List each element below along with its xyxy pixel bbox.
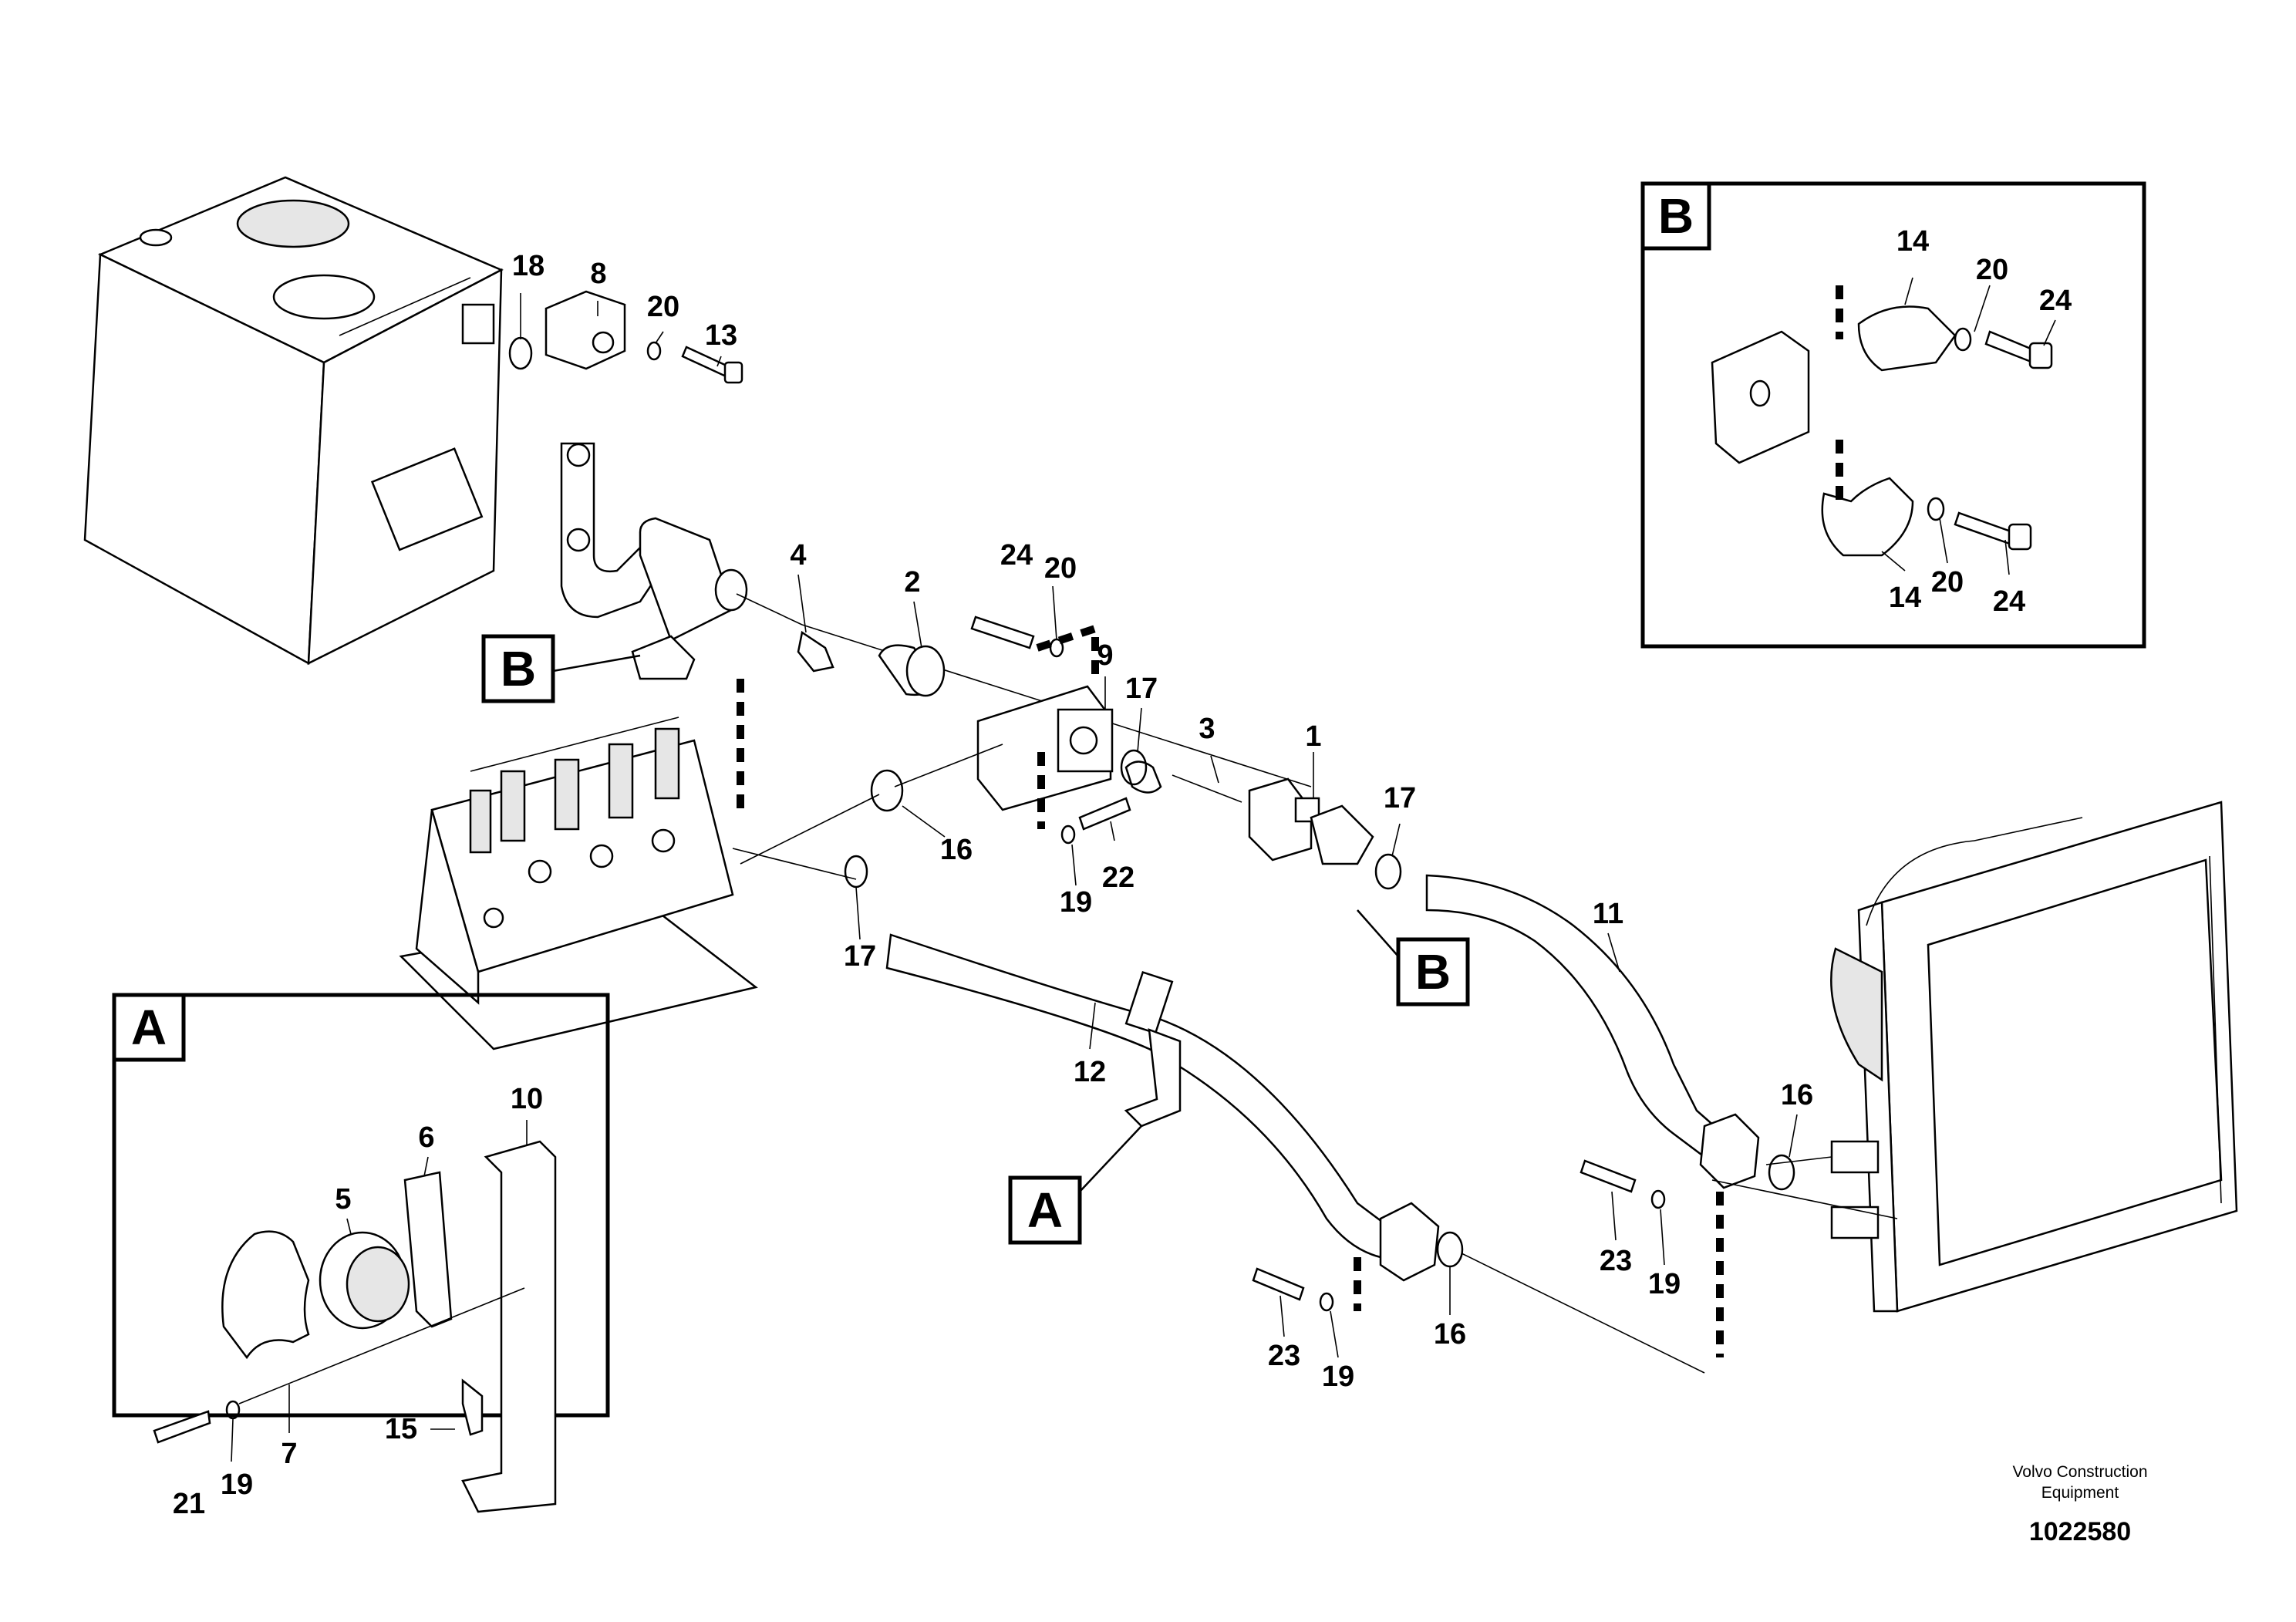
callout-2: 2 — [904, 566, 920, 599]
callout-16-upper: 16 — [940, 834, 973, 866]
callout-19-center: 19 — [1060, 886, 1092, 919]
callout-23-right: 23 — [1600, 1245, 1632, 1277]
callout-numbers: 18 8 20 13 4 2 24 20 9 17 3 1 17 16 17 1… — [173, 225, 2072, 1520]
callout-7: 7 — [281, 1438, 297, 1470]
callout-23-lower: 23 — [1268, 1340, 1300, 1372]
callout-19-right: 19 — [1648, 1268, 1681, 1300]
callout-22: 22 — [1102, 862, 1135, 894]
callout-6: 6 — [418, 1121, 434, 1154]
callout-20-b-top: 20 — [1976, 254, 2008, 286]
callout-12: 12 — [1074, 1056, 1106, 1088]
callout-9: 9 — [1097, 639, 1113, 672]
return-pipe-assembly — [544, 290, 1312, 787]
drawing-number: 1022580 — [2029, 1517, 2131, 1546]
ref-tag-a: A — [1027, 1182, 1063, 1238]
center-fittings — [797, 630, 1374, 865]
callout-20-b-bottom: 20 — [1931, 566, 1964, 599]
callout-24-b-top: 24 — [2039, 285, 2072, 317]
callout-1: 1 — [1305, 720, 1321, 753]
callout-24-b-bottom: 24 — [1993, 585, 2025, 618]
inset-a-letter: A — [131, 1000, 167, 1055]
callout-16-lower: 16 — [1434, 1318, 1466, 1351]
callout-15: 15 — [385, 1413, 417, 1445]
hose-12 — [885, 933, 1440, 1282]
callout-21: 21 — [173, 1488, 205, 1520]
ref-tag-b-upper: B — [501, 641, 536, 696]
reference-tags: B B A — [481, 634, 1470, 1245]
callout-19-inset-a: 19 — [221, 1469, 253, 1501]
callout-17-lower: 17 — [844, 940, 876, 973]
leader-lines — [231, 277, 2056, 1462]
hose-11 — [1425, 874, 1760, 1189]
callout-8: 8 — [590, 258, 606, 290]
inset-a: A — [112, 993, 610, 1513]
ref-tag-b-lower: B — [1415, 944, 1451, 1000]
callout-10: 10 — [511, 1083, 543, 1115]
callout-5: 5 — [335, 1183, 351, 1216]
callout-13: 13 — [705, 319, 737, 352]
callout-18: 18 — [512, 250, 544, 282]
callout-20-center: 20 — [1044, 552, 1077, 585]
callout-17-upper: 17 — [1125, 673, 1158, 705]
callout-16-right: 16 — [1781, 1079, 1813, 1111]
inset-b: B — [1640, 181, 2146, 649]
control-valve — [399, 717, 758, 1050]
callout-3: 3 — [1199, 713, 1215, 745]
callout-24-center: 24 — [1000, 539, 1033, 572]
credit-line-2: Equipment — [2041, 1484, 2119, 1502]
dashed-assembly-lines — [737, 623, 1724, 1357]
credit-line-1: Volvo Construction — [2012, 1463, 2147, 1481]
hydraulic-tank — [83, 176, 504, 666]
footer-block: Volvo Construction Equipment 1022580 — [2012, 1463, 2147, 1546]
callout-19-lower: 19 — [1322, 1361, 1354, 1393]
callout-20-top: 20 — [647, 291, 679, 323]
radiator-cooler — [1830, 801, 2238, 1313]
small-parts — [508, 336, 1898, 1374]
callout-14-bottom: 14 — [1889, 582, 1921, 614]
callout-17-right: 17 — [1384, 782, 1416, 814]
inset-b-letter: B — [1658, 188, 1694, 244]
callout-11: 11 — [1593, 898, 1623, 930]
callout-4: 4 — [790, 539, 806, 572]
callout-14-top: 14 — [1896, 225, 1929, 258]
